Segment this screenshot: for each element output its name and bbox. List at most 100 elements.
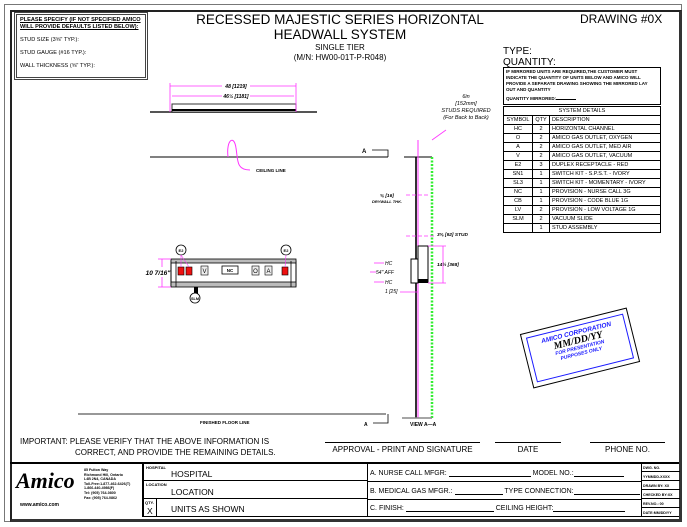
hospital-cell[interactable]: HOSPITAL HOSPITAL [143, 463, 368, 481]
type-quantity: TYPE: QUANTITY: [503, 46, 556, 68]
outlet-v-label: V [202, 269, 206, 275]
receptacle-e2-3 [281, 266, 289, 276]
finish-field[interactable]: C. FINISH: CEILING HEIGHT: [370, 504, 626, 512]
drawing-info: DWG. NO. YYMMDD-XXXX DRAWN BY: XX CHECKE… [641, 463, 680, 517]
medical-gas-field[interactable]: B. MEDICAL GAS MFGR.: TYPE CONNECTION: [370, 487, 640, 495]
section-unit-face [410, 258, 419, 284]
stud-gauge-field[interactable]: STUD GAUGE (#16 TYP.): [20, 49, 87, 56]
important-line-1: IMPORTANT: PLEASE VERIFY THAT THE ABOVE … [20, 437, 270, 446]
quantity-mirrored-field[interactable]: QUANTITY MIRRORED: [506, 96, 658, 102]
dwg-no-label: DWG. NO. [642, 464, 680, 472]
checked-by: CHECKED BY:XX [642, 491, 680, 499]
dim-label-bg [222, 82, 250, 89]
approval-signature-field[interactable]: APPROVAL - PRINT AND SIGNATURE [325, 442, 480, 454]
section-unit-base [418, 279, 428, 283]
nurse-call-provision [221, 265, 239, 275]
ceiling-leader [227, 139, 251, 171]
website: www.amico.com [20, 502, 59, 508]
model-number: (M/N: HW00-01T-P-R048) [293, 53, 387, 62]
spec-title: PLEASE SPECIFY (IF NOT SPECIFIED AMICO W… [20, 17, 141, 30]
drywall-dim-label: ⅝ [16] [380, 193, 394, 199]
approval-date-field[interactable]: DATE [495, 442, 561, 454]
bottom-channel [170, 281, 297, 288]
ceiling-section: CEILING LINE A [150, 139, 389, 173]
e2-tag-left: E2 [179, 248, 185, 253]
e2-leader-right [284, 254, 287, 268]
section-marker-bottom: A [364, 422, 368, 428]
amico-logo: Amico [16, 468, 75, 493]
stud-size-field[interactable]: STUD SIZE (3⅝" TYP.): [20, 36, 79, 43]
front-elevation: V NC O A E2 E2 SLM 10 7/16" [146, 244, 297, 304]
dim-overall-label: 48 [1219] [224, 84, 247, 90]
type-label: TYPE: [503, 46, 532, 57]
address-line: 85 Fulton Way [84, 468, 109, 472]
finish-label: C. FINISH: [370, 505, 404, 512]
med-gas-label: B. MEDICAL GAS MFGR.: [370, 488, 453, 495]
finished-floor-label: FINISHED FLOOR LINE [200, 420, 250, 425]
sheet-inner-border [10, 10, 682, 522]
address-line: Toll-Free:1-877-462-6426(T) [84, 481, 131, 486]
section-arrow-bottom [373, 414, 389, 424]
studs-note-4: (For Back to Back) [443, 115, 489, 121]
hc-top-label: HC [385, 261, 393, 267]
dwg-no-value: YYMMDD-XXXX [642, 473, 680, 481]
drawing-date: DATE:MM/DD/YY [643, 511, 672, 515]
address-line: 1-866-440-4986(F) [84, 486, 115, 491]
row-divider [368, 481, 642, 482]
studs-note-1: 6in [462, 94, 469, 100]
aff-label: 54" AFF [376, 270, 395, 276]
qty-cell[interactable]: QTY. X [143, 498, 157, 517]
wall-thickness-field[interactable]: WALL THICKNESS (⅝" TYP.): [20, 62, 95, 69]
ceiling-height-label: CEILING HEIGHT: [495, 505, 554, 512]
studs-leader [431, 129, 447, 141]
hospital-label: HOSPITAL [146, 465, 166, 470]
title-line-1: RECESSED MAJESTIC SERIES HORIZONTAL [196, 12, 484, 27]
height-dim-label: 14½ [368] [437, 261, 459, 268]
nurse-call-label: NC [227, 268, 234, 273]
qty-label: QTY. [145, 500, 154, 505]
units-value: UNITS AS SHOWN [171, 504, 245, 514]
e2-leader-left-2 [180, 254, 190, 268]
mirror-note-text: IF MIRRORED UNITS ARE REQUIRED,THE CUSTO… [506, 69, 648, 92]
location-label: LOCATION [146, 482, 167, 487]
receptacle-e2-2 [185, 266, 193, 276]
section-arrow-top [372, 149, 389, 157]
studs-note-3: STUDS REQUIRED [441, 108, 490, 114]
dim-inner-label: 46½ [1181] [222, 93, 249, 100]
outlet-o-label: O [253, 269, 258, 275]
mirror-note-box: IF MIRRORED UNITS ARE REQUIRED,THE CUSTO… [503, 67, 661, 105]
ceiling-line-label: CEILING LINE [256, 168, 286, 173]
address-line: Tel: (905) 764-0800 [84, 490, 116, 495]
unit-height-bg [147, 267, 169, 277]
drawing-subtitle: SINGLE TIER (M/N: HW00-01T-P-R048) [150, 43, 530, 63]
address-line: L4B 2N4, CANADA [84, 477, 116, 482]
row-divider [368, 499, 642, 500]
outlet-v [200, 265, 209, 276]
outlet-o [251, 265, 260, 276]
approval-phone-field[interactable]: PHONE NO. [590, 442, 665, 454]
qty-value: X [147, 506, 153, 516]
address-line: Richmond Hill, Ontario [84, 472, 123, 477]
drawn-by: DRAWN BY: XX [642, 482, 680, 490]
studs-note-2: [152mm] [454, 101, 477, 107]
manufacturer-fields: A. NURSE CALL MFGR: MODEL NO.: B. MEDICA… [367, 463, 642, 517]
outlet-a-label: A [266, 269, 270, 275]
nurse-call-field[interactable]: A. NURSE CALL MFGR: MODEL NO.: [370, 469, 624, 477]
system-details-table: SYSTEM DETAILS SYMBOL QTY DESCRIPTION HC… [503, 106, 661, 233]
unit-height-label: 10 7/16" [146, 270, 172, 277]
dim-label-bg [222, 92, 250, 99]
top-channel [170, 258, 297, 264]
section-view: 6in [152mm] STUDS REQUIRED (For Back to … [370, 94, 491, 428]
outlet-a [264, 265, 273, 276]
offset-label: 1 [25] [385, 289, 398, 295]
section-unit-body [417, 245, 429, 283]
stud-dim-label: 3⅝ [92] STUD [437, 232, 468, 238]
e2-tag-right: E2 [284, 248, 290, 253]
location-cell[interactable]: LOCATION LOCATION [143, 480, 368, 499]
location-value: LOCATION [171, 487, 214, 497]
title-line-2: HEADWALL SYSTEM [273, 27, 407, 42]
